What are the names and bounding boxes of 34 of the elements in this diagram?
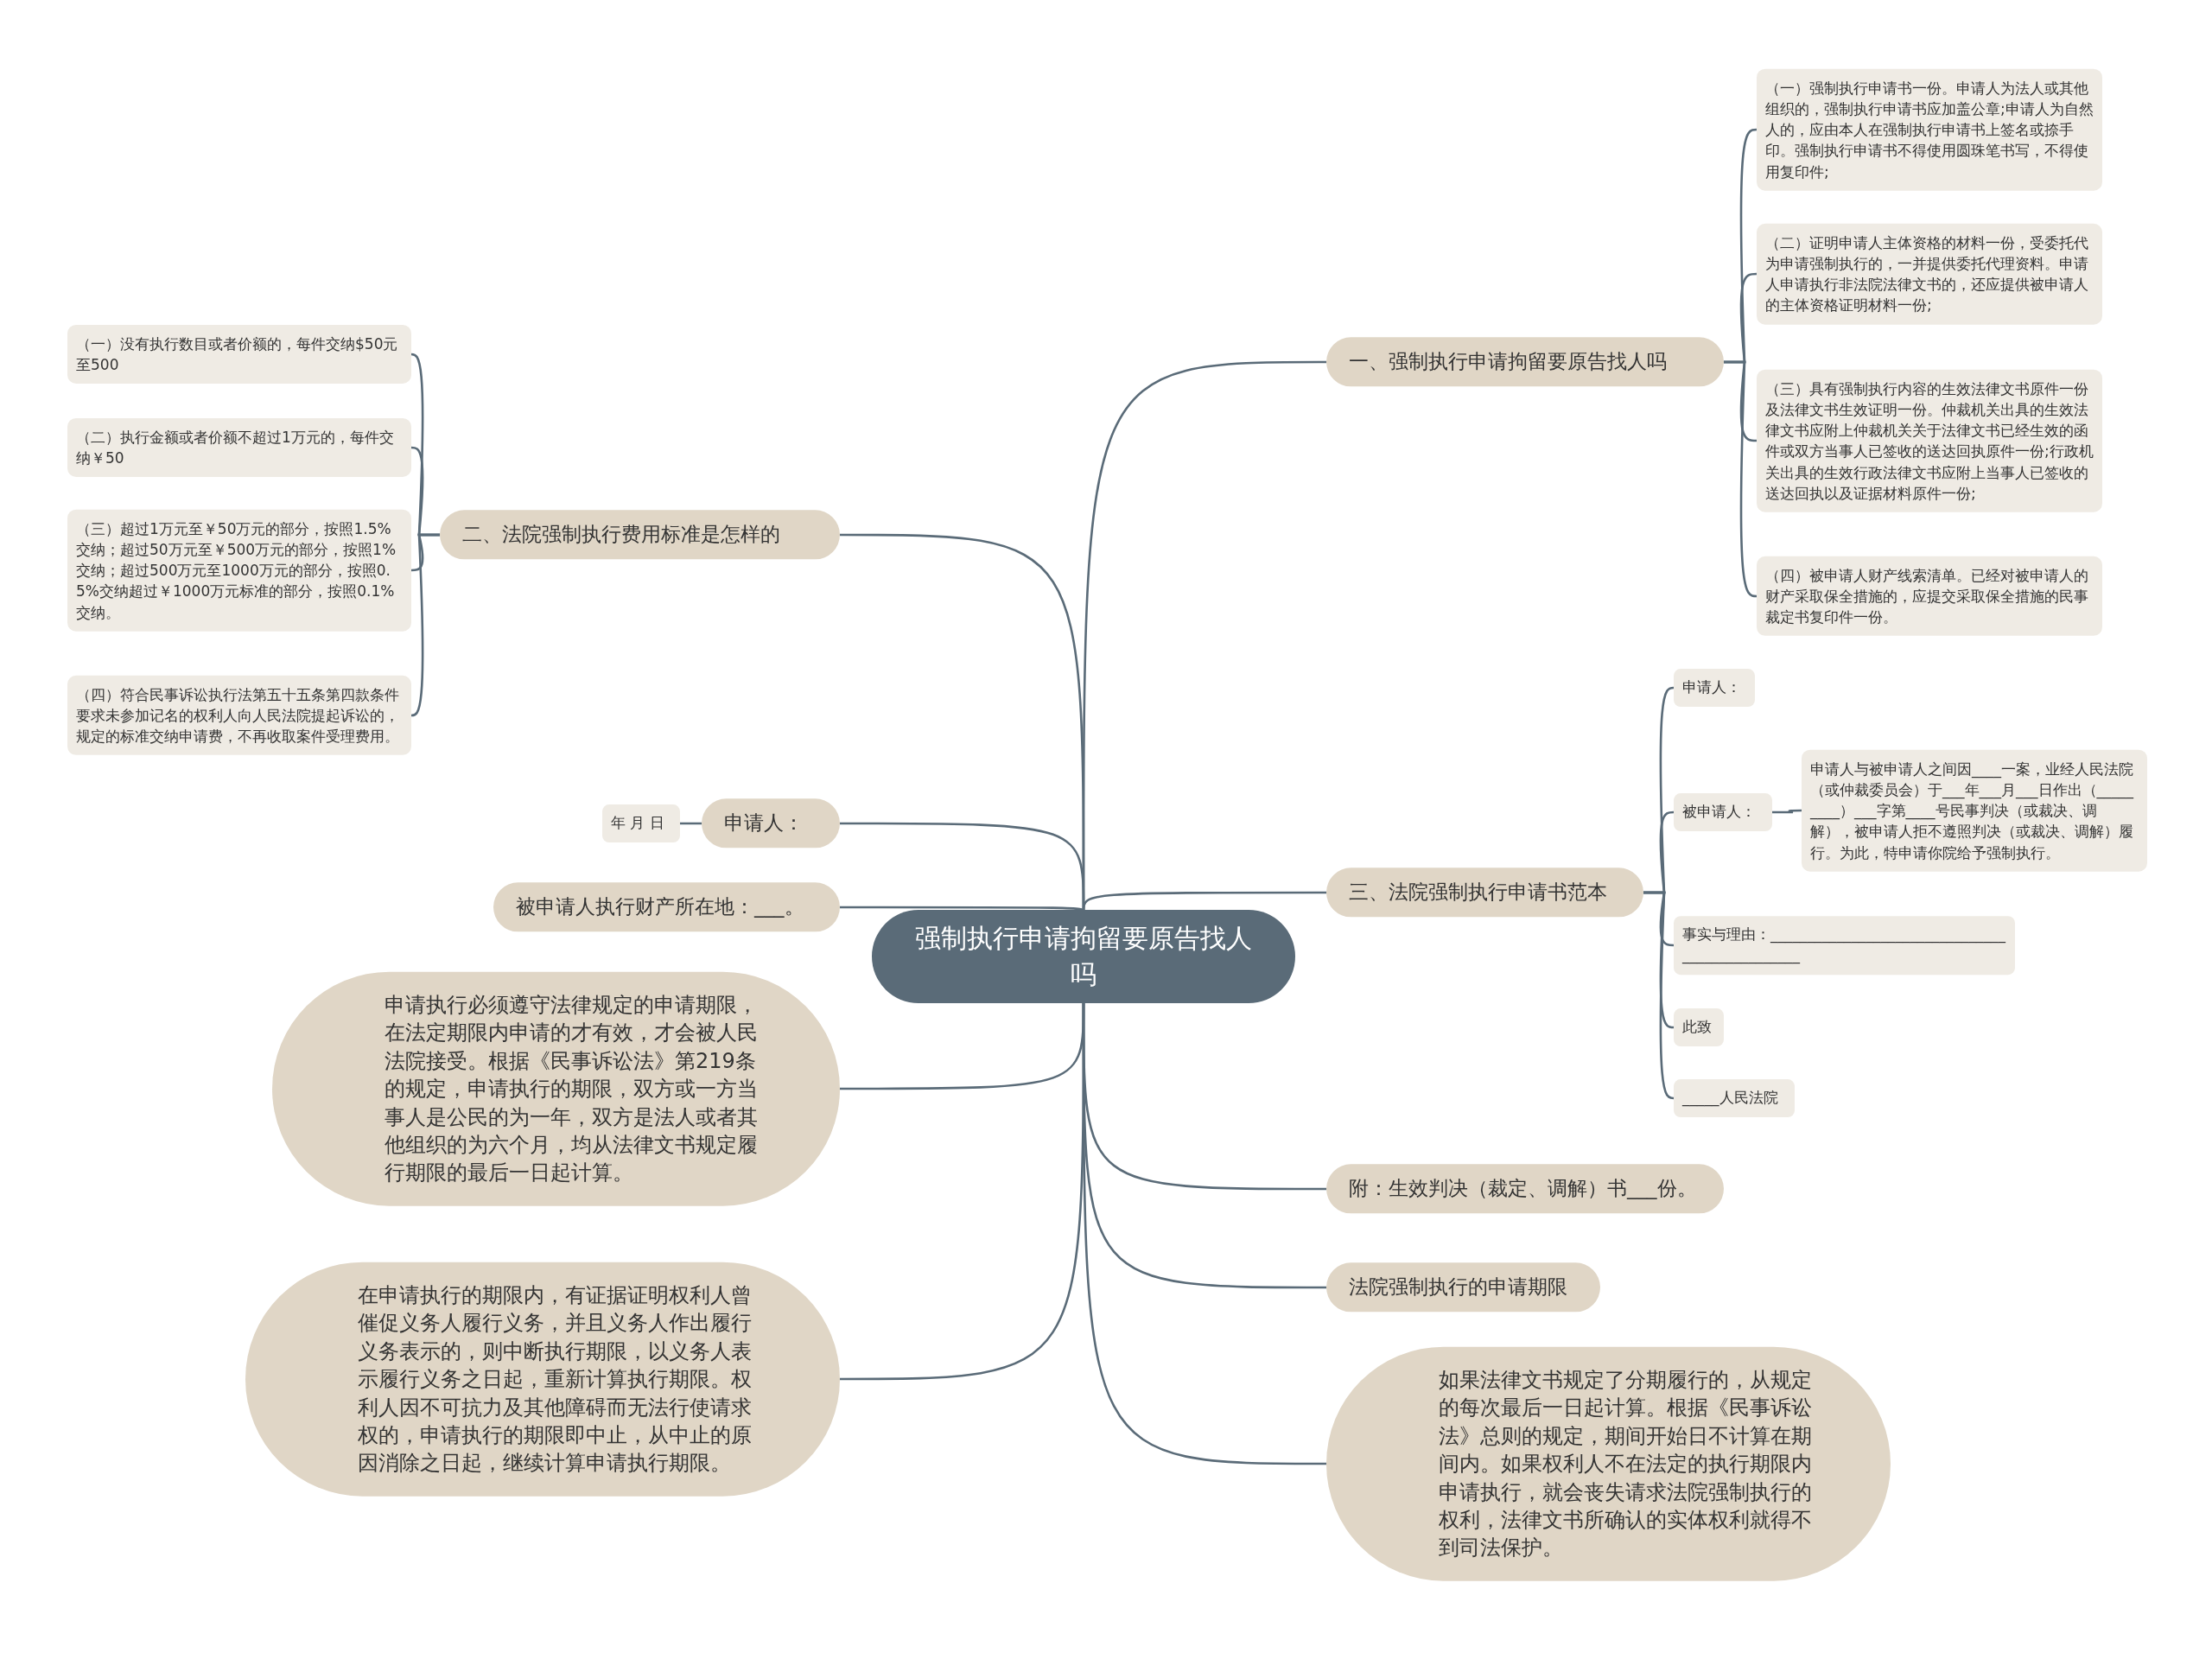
connector-line [840, 906, 1085, 912]
connector-line [1643, 891, 1675, 1100]
note-card: 年 月 日 [602, 804, 680, 842]
central-topic: 强制执行申请拘留要原告找人吗 [872, 910, 1295, 1003]
topic-bubble: 申请执行必须遵守法律规定的申请期限，在法定期限内申请的才有效，才会被人民法院接受。根据《民事诉讼法》第219条的规定，申请执行的期限，双方或一方当事人是公民的为一年，双方是法人或者其他组织的为六个月，均从法律文书规定履行期限的最后一日起计算。 [272, 971, 840, 1206]
note-card: （四）符合民事诉讼执行法第五十五条第四款条件要求未参加记名的权利人向人民法院提起诉讼的，规定的标准交纳申请费，不再收取案件受理费用。 [67, 675, 411, 756]
note-card: 申请人与被申请人之间因____一案，业经人民法院（或仲裁委员会）于___年___月___日作出（_________）___字第____号民事判决（或裁决、调解），被申请人拒不遵照判决（或裁决、调解）履行。为此，特申请你院给予强制执行。 [1802, 749, 2147, 872]
topic-bubble: 一、强制执行申请拘留要原告找人吗 [1326, 337, 1724, 387]
topic-bubble: 申请人： [702, 798, 840, 849]
note-card: 此致 [1674, 1008, 1724, 1046]
note-card: 事实与理由：________________________________________________ [1674, 916, 2015, 975]
topic-bubble: 附：生效判决（裁定、调解）书___份。 [1326, 1164, 1724, 1214]
note-card: _____人民法院 [1674, 1079, 1795, 1117]
connector-line [1082, 891, 1326, 912]
connector-line [1724, 360, 1758, 598]
note-card: （二）证明申请人主体资格的材料一份，受委托代为申请强制执行的，一并提供委托代理资料。申请人申请执行非法院法律文书的，还应提供被申请人的主体资格证明材料一份; [1757, 223, 2102, 325]
topic-bubble: 如果法律文书规定了分期履行的，从规定的每次最后一日起计算。根据《民事诉讼法》总则的规定，期间开始日不计算在期间内。如果权利人不在法定的执行期限内申请执行，就会丧失请求法院强制执行的权利，法律文书所确认的实体权利就得不到司法保护。 [1326, 1346, 1891, 1581]
note-card: （一）强制执行申请书一份。申请人为法人或其他组织的，强制执行申请书应加盖公章;申请人为自然人的，应由本人在强制执行申请书上签名或捺手印。强制执行申请书不得使用圆珠笔书写，不得使用复印件; [1757, 68, 2102, 191]
note-card: （三）具有强制执行内容的生效法律文书原件一份及法律文书生效证明一份。仲裁机关出具的生效法律文书应附上仲裁机关关于法律文书已经生效的函件或双方当事人已签收的送达回执原件一份;行政机关出具的生效行政法律文书应附上当事人已签收的送达回执以及证据材料原件一份; [1757, 369, 2102, 512]
connector-line [1772, 809, 1802, 814]
topic-bubble: 在申请执行的期限内，有证据证明权利人曾催促义务人履行义务，并且义务人作出履行义务表示的，则中断执行期限，以义务人表示履行义务之日起，重新计算执行期限。权利人因不可抗力及其他障碍而无法行使请求权的，申请执行的期限即中止，从中止的原因消除之日起，继续计算申请执行期限。 [245, 1262, 840, 1497]
connector-line [680, 822, 702, 825]
note-card: 申请人： [1674, 669, 1755, 707]
topic-bubble: 法院强制执行的申请期限 [1326, 1262, 1600, 1313]
note-card: （三）超过1万元至￥50万元的部分，按照1.5%交纳；超过50万元至￥500万元的部分，按照1%交纳；超过500万元至1000万元的部分，按照0.5%交纳超过￥1000万元标准的部分，按照0.1%交纳。 [67, 509, 411, 632]
note-card: 被申请人： [1674, 793, 1772, 831]
topic-bubble: 三、法院强制执行申请书范本 [1326, 868, 1643, 918]
note-card: （二）执行金额或者价额不超过1万元的，每件交纳￥50 [67, 417, 411, 478]
note-card: （一）没有执行数目或者价额的，每件交纳$50元至500 [67, 324, 411, 385]
topic-bubble: 被申请人执行财产所在地：___。 [493, 882, 840, 932]
topic-bubble: 二、法院强制执行费用标准是怎样的 [440, 510, 840, 560]
connector-line [410, 533, 440, 717]
connector-line [1082, 1001, 1326, 1465]
note-card: （四）被申请人财产线索清单。已经对被申请人的财产采取保全措施的，应提交采取保全措施的民事裁定书复印件一份。 [1757, 556, 2102, 637]
